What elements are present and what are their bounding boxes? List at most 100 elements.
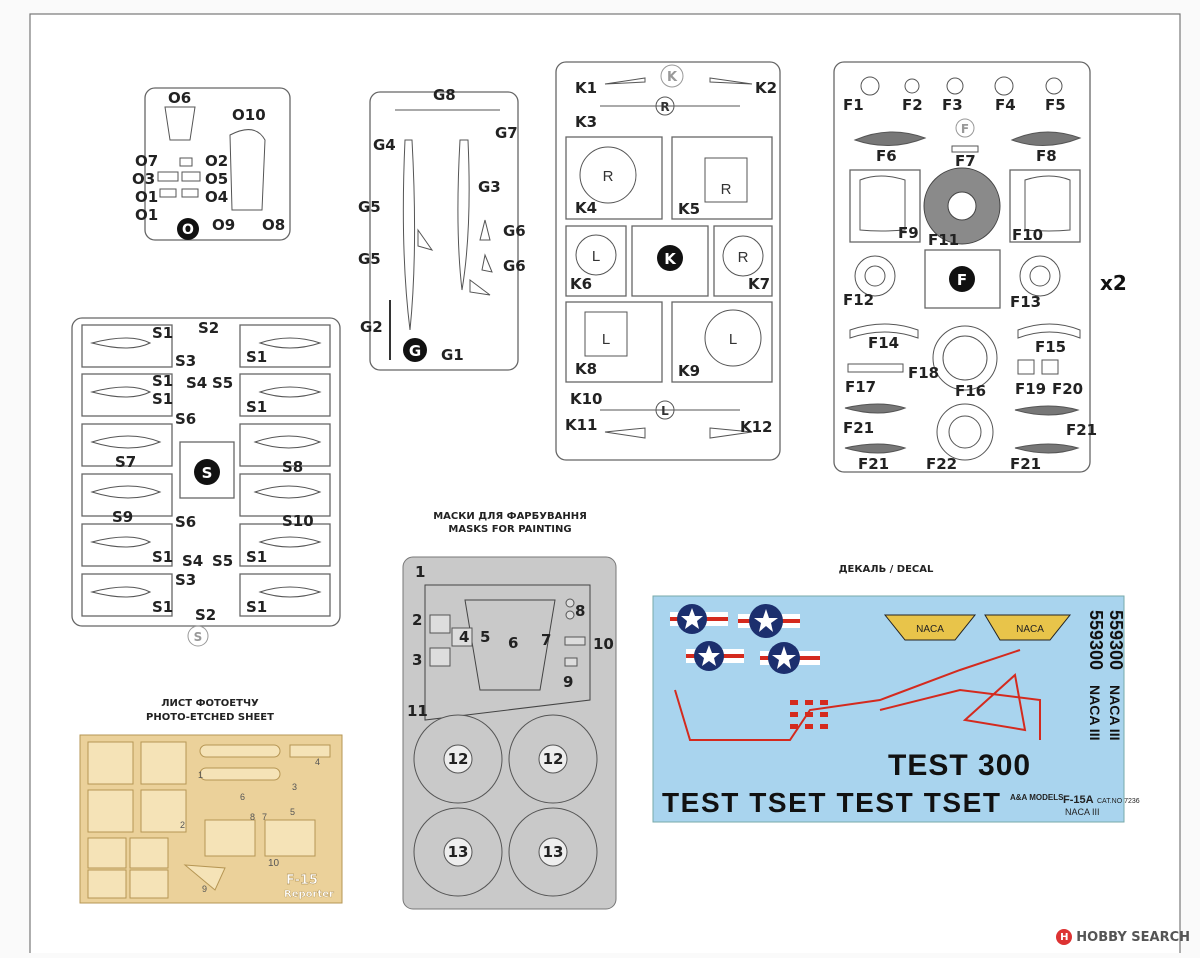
mask-number: 10 (593, 635, 614, 653)
part-label: F2 (902, 96, 923, 114)
part-label: F1 (843, 96, 864, 114)
part-label: F3 (942, 96, 963, 114)
part-label: S1 (152, 390, 173, 408)
part-label: O10 (232, 106, 266, 124)
part-label: S1 (246, 548, 267, 566)
part-label: S6 (175, 410, 196, 428)
part-label: O1 (135, 188, 158, 206)
photo-etch-title-ua: ЛИСТ ФОТОЕТЧУ (161, 698, 259, 709)
part-label: G2 (360, 318, 383, 336)
mask-number: 5 (480, 628, 490, 646)
mask-number: 7 (541, 631, 551, 649)
part-label: K1 (575, 79, 597, 97)
naca-logo: NACA (916, 624, 944, 635)
masks-sheet: МАСКИ ДЛЯ ФАРБУВАННЯ MASKS FOR PAINTING … (402, 511, 617, 910)
sprue-k: K R R R L K R L L L K1 K2 K3 K4 K5 (555, 61, 781, 461)
part-label: F5 (1045, 96, 1066, 114)
decal-naca: NACA III (1107, 685, 1123, 740)
mask-number: 12 (543, 750, 564, 768)
part-label: F6 (876, 147, 897, 165)
decal-naca: NACA III (1087, 685, 1103, 740)
part-label: F4 (995, 96, 1016, 114)
pe-brand: F-15 (286, 873, 318, 888)
marker: R (660, 100, 669, 114)
part-label: F21 (843, 419, 874, 437)
part-label: K4 (575, 199, 597, 217)
part-label: F20 (1052, 380, 1083, 398)
mask-number: 3 (412, 651, 422, 669)
part-label: S5 (212, 374, 233, 392)
decal-serial: 559300 (1086, 610, 1106, 670)
part-label: O1 (135, 206, 158, 224)
roundel (686, 641, 744, 671)
part-label: O2 (205, 152, 228, 170)
part-label: S5 (212, 552, 233, 570)
roundel (738, 604, 800, 638)
part-label: O9 (212, 216, 235, 234)
part-label: S2 (195, 606, 216, 624)
mask-number: 12 (448, 750, 469, 768)
part-label: S4 (182, 552, 203, 570)
marker: L (661, 404, 669, 418)
part-label: G6 (503, 257, 526, 275)
part-label: F10 (1012, 226, 1043, 244)
mask-number: 4 (459, 628, 469, 646)
pe-number: 2 (180, 820, 185, 830)
part-label: K10 (570, 390, 603, 408)
part-label: F9 (898, 224, 919, 242)
marker: R (603, 168, 614, 185)
part-label: F21 (858, 455, 889, 473)
sprue-f-tab: F (961, 122, 969, 136)
part-label: G7 (495, 124, 518, 142)
part-label: K9 (678, 362, 700, 380)
part-label: F21 (1066, 421, 1097, 439)
pe-number: 10 (268, 858, 280, 869)
mask-number: 8 (575, 602, 585, 620)
decal-test-row: TEST TSET TEST TSET (662, 787, 1000, 818)
sprue-k-badge: K (664, 250, 677, 268)
part-label: F7 (955, 152, 976, 170)
watermark-text: HOBBY SEARCH (1076, 929, 1190, 945)
masks-title-en: MASKS FOR PAINTING (448, 524, 571, 535)
photo-etch-title-en: PHOTO-ETCHED SHEET (146, 712, 274, 723)
part-label: S4 (186, 374, 207, 392)
sprue-o: O O6 O10 O7 O2 O3 O5 O1 O4 O1 O9 O8 (132, 87, 291, 241)
part-label: G8 (433, 86, 456, 104)
marker: R (738, 249, 749, 266)
part-label: F8 (1036, 147, 1057, 165)
part-label: G4 (373, 136, 396, 154)
part-label: K2 (755, 79, 777, 97)
part-label: K3 (575, 113, 597, 131)
sprue-g-badge: G (409, 342, 421, 360)
part-label: K6 (570, 275, 592, 293)
part-label: G1 (441, 346, 464, 364)
mask-number: 6 (508, 634, 518, 652)
decal-kit-sub: NACA III (1065, 807, 1100, 817)
part-label: O7 (135, 152, 158, 170)
pe-number: 3 (292, 782, 297, 792)
decal-cat: CAT.NO 7236 (1097, 798, 1140, 805)
part-label: G5 (358, 250, 381, 268)
part-label: F13 (1010, 293, 1041, 311)
part-label: S1 (152, 598, 173, 616)
sprue-f-badge: F (957, 271, 967, 289)
mask-number: 13 (448, 843, 469, 861)
part-label: S1 (246, 348, 267, 366)
decal-kit: F-15A (1063, 794, 1094, 806)
part-label: O4 (205, 188, 228, 206)
part-label: O6 (168, 89, 191, 107)
part-label: G5 (358, 198, 381, 216)
marker: R (721, 181, 732, 198)
sprue-f: F F x2 F1 F2 F3 F4 F5 F6 (833, 61, 1127, 473)
part-label: O8 (262, 216, 285, 234)
marker: L (729, 331, 737, 348)
part-label: F16 (955, 382, 986, 400)
pe-number: 9 (202, 884, 207, 894)
watermark: H HOBBY SEARCH (1056, 929, 1190, 945)
part-label: S7 (115, 453, 136, 471)
part-label: F17 (845, 378, 876, 396)
mask-number: 13 (543, 843, 564, 861)
part-label: F12 (843, 291, 874, 309)
part-label: S3 (175, 571, 196, 589)
sprue-s-badge: S (202, 464, 213, 482)
